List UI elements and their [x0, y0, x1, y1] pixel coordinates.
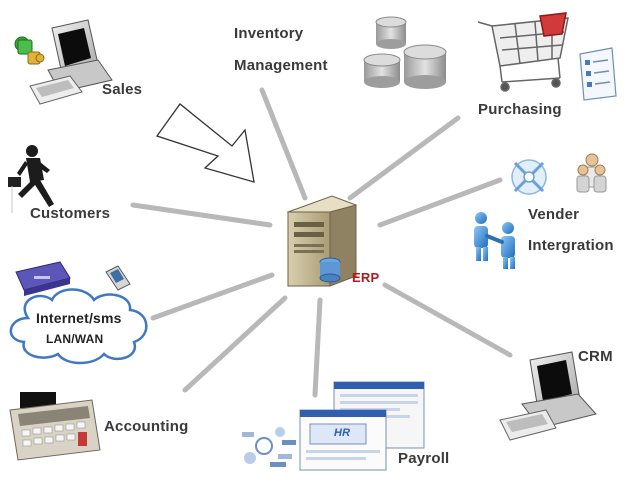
businessman-icon: [8, 145, 54, 213]
spokes: [130, 87, 513, 398]
database-icon: [363, 16, 447, 89]
erp-label: ERP: [352, 270, 380, 285]
user-group-icon: [576, 153, 607, 193]
puzzle-icon: [14, 36, 45, 65]
payroll-label: Payroll: [398, 450, 450, 467]
spoke-accounting: [182, 295, 288, 393]
calculator-icon: [9, 392, 101, 461]
cart-icon: [477, 12, 569, 92]
customers-label: Customers: [30, 205, 111, 222]
handshake-icon: [474, 212, 515, 269]
inventory-label-line1: Inventory: [234, 25, 304, 42]
hr-screen-label: HR: [334, 427, 351, 439]
lan-wan-label: LAN/WAN: [46, 332, 104, 346]
payroll-window-icon: [299, 381, 425, 471]
server-icon: [286, 195, 358, 287]
integration-label: Intergration: [528, 237, 614, 254]
computer-icon: [29, 19, 113, 105]
cloud-shape: [9, 288, 148, 365]
internet-label: Internet/sms: [36, 310, 122, 326]
accounting-label: Accounting: [104, 418, 189, 435]
spoke-customers: [130, 202, 273, 228]
spoke-internet: [150, 272, 275, 321]
mobile-phone-icon: [105, 265, 131, 291]
purchasing-label: Purchasing: [478, 101, 562, 118]
checklist-icon: [579, 47, 617, 101]
sales-label: Sales: [102, 81, 143, 98]
crm-computer-icon: [499, 351, 597, 441]
crm-label: CRM: [578, 348, 613, 365]
network-node-icon: [511, 159, 547, 195]
arrow-icon: [155, 103, 255, 183]
org-chart-icon: [242, 427, 296, 467]
vender-label: Vender: [528, 206, 580, 223]
spoke-purchasing: [347, 115, 461, 201]
router-icon: [15, 261, 71, 296]
spoke-vender: [377, 177, 503, 228]
spoke-inventory: [259, 87, 308, 201]
spoke-payroll: [312, 297, 323, 398]
inventory-label-line2: Management: [234, 57, 328, 74]
spoke-crm: [382, 282, 513, 358]
